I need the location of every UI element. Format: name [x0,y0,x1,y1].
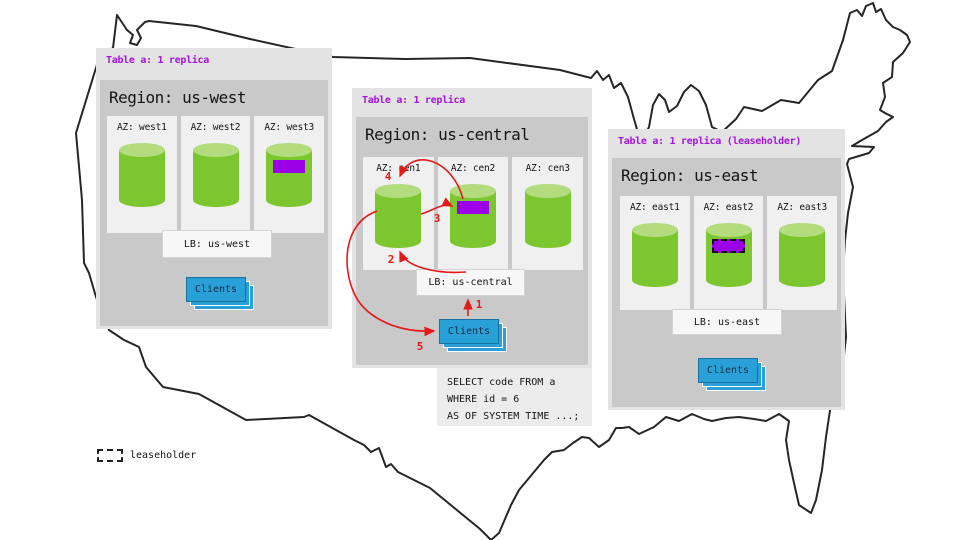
az-label: AZ: east3 [777,202,828,213]
az-label: AZ: cen1 [376,163,421,174]
load-balancer-us-central: LB: us-central [416,269,525,296]
clients-us-central: Clients [439,319,507,352]
table-range-band [273,160,306,173]
sql-query-block: SELECT code FROM a WHERE id = 6 AS OF SYST… [437,368,592,426]
region-label: Region: us-central [365,125,530,144]
legend-label: leaseholder [130,450,197,461]
clients-button: Clients [698,358,758,383]
az-row: AZ: east1 AZ: east2 AZ: east3 [620,196,838,310]
az-label: AZ: cen3 [525,163,570,174]
region-label: Region: us-west [109,88,247,107]
clients-us-east: Clients [698,358,766,391]
load-balancer-us-west: LB: us-west [162,230,272,258]
replica-cylinder [375,184,422,248]
az-cen2: AZ: cen2 [437,157,509,270]
az-row: AZ: west1 AZ: west2 AZ: west3 [107,116,325,233]
clients-button: Clients [439,319,499,344]
legend-leaseholder: leaseholder [97,449,196,462]
table-range-band [457,201,489,214]
table-range-band [711,239,745,253]
replica-cylinder [705,223,752,287]
az-west2: AZ: west2 [180,116,251,233]
replica-cylinder [192,143,239,207]
clients-us-west: Clients [186,277,254,310]
az-cen1: AZ: cen1 [363,157,434,270]
region-label: Region: us-east [621,166,759,185]
region-box-us-west: Region: us-west AZ: west1 AZ: west2 AZ: … [100,80,328,326]
az-east2: AZ: east2 [693,196,764,310]
clients-button: Clients [186,277,246,302]
replica-cylinder [266,143,313,207]
az-label: AZ: west2 [190,122,241,133]
sql-line: AS OF SYSTEM TIME ...; [447,411,580,422]
az-row: AZ: cen1 AZ: cen2 AZ: cen3 [363,157,584,270]
az-label: AZ: west1 [116,122,167,133]
table-replica-label: Table a: 1 replica [106,55,209,66]
az-cen3: AZ: cen3 [512,157,584,270]
az-label: AZ: cen2 [450,163,496,174]
sql-line: SELECT code FROM a [447,377,556,388]
replica-cylinder [631,223,678,287]
load-balancer-us-east: LB: us-east [672,309,782,335]
az-east1: AZ: east1 [620,196,690,310]
replica-cylinder [524,184,571,248]
az-label: AZ: east2 [703,202,754,213]
az-label: AZ: east1 [629,202,680,213]
az-label: AZ: west3 [264,122,315,133]
sql-line: WHERE id = 6 [447,394,520,405]
az-west1: AZ: west1 [107,116,177,233]
replica-cylinder [450,184,496,248]
region-panel-us-central: Table a: 1 replica Region: us-central AZ… [352,88,592,368]
table-replica-label: Table a: 1 replica [362,95,465,106]
replica-cylinder [779,223,826,287]
region-panel-us-west: Table a: 1 replica Region: us-west AZ: w… [96,48,332,329]
leaseholder-swatch-icon [97,449,123,462]
region-panel-us-east: Table a: 1 replica (leaseholder) Region:… [608,129,845,410]
az-east3: AZ: east3 [767,196,838,310]
table-replica-label: Table a: 1 replica (leaseholder) [618,136,802,147]
replica-cylinder [118,143,165,207]
az-west3: AZ: west3 [254,116,325,233]
